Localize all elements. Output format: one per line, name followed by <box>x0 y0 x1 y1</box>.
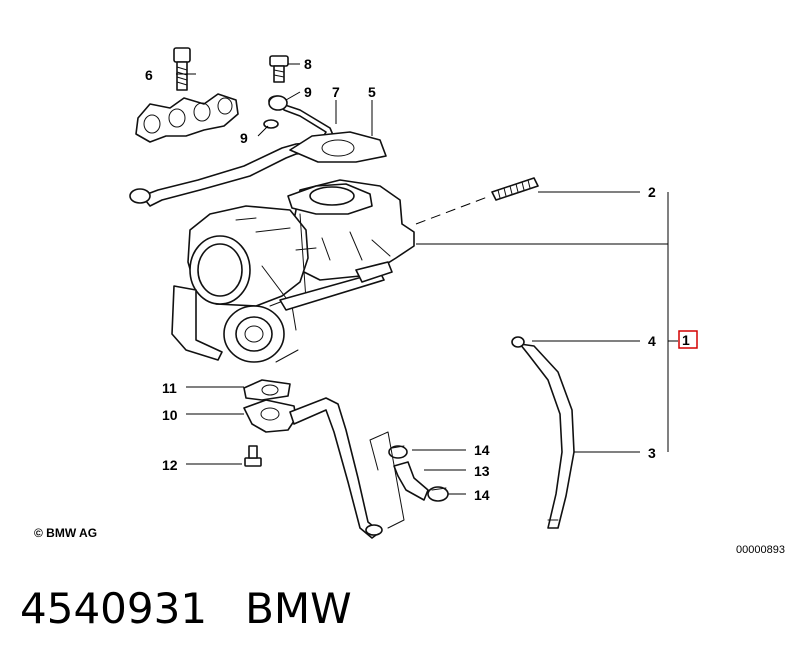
callout-5[interactable]: 5 <box>368 84 376 100</box>
callout-4[interactable]: 4 <box>648 333 656 349</box>
callout-2[interactable]: 2 <box>648 184 656 200</box>
part-6-bolt <box>173 47 191 91</box>
callout-7[interactable]: 7 <box>332 84 340 100</box>
callout-14-lower[interactable]: 14 <box>474 487 490 503</box>
copyright-notice: © BMW AG <box>34 526 97 540</box>
callout-12[interactable]: 12 <box>162 457 178 473</box>
part-14-hose-clamp-upper <box>388 445 408 459</box>
part-5-flange-gasket <box>289 131 387 163</box>
callout-10[interactable]: 10 <box>162 407 178 423</box>
oil-line-banjo-fitting <box>268 95 288 111</box>
callout-11[interactable]: 11 <box>162 380 177 396</box>
part-number: 4540931 <box>20 584 208 633</box>
diagram-id: 00000893 <box>736 544 785 556</box>
manifold-gasket <box>135 93 239 143</box>
part-12-bolt <box>244 445 262 467</box>
part-10-oil-drain-pipe <box>243 397 383 539</box>
hose-kit-bracket <box>369 431 405 529</box>
callout-14-upper[interactable]: 14 <box>474 442 490 458</box>
part-9-washer-lower <box>263 119 279 129</box>
leader-lines <box>176 63 678 495</box>
turbocharger-assembly <box>171 179 415 363</box>
exploded-parts-diagram: 1 2 3 4 5 6 7 8 9 9 10 11 12 13 14 14 © … <box>34 47 785 556</box>
part-4-oil-return-hose <box>511 336 575 529</box>
footer-caption: 4540931 BMW <box>20 584 352 654</box>
brand-name: BMW <box>245 584 352 633</box>
stud-alignment-line <box>415 195 491 225</box>
callout-8[interactable]: 8 <box>304 56 312 72</box>
callout-9-upper[interactable]: 9 <box>304 84 312 100</box>
part-8-banjo-bolt <box>269 55 289 83</box>
callout-1[interactable]: 1 <box>682 332 690 348</box>
part-13-hose <box>393 461 429 501</box>
callout-13[interactable]: 13 <box>474 463 490 479</box>
callout-1-highlight-box <box>678 330 698 349</box>
callout-6[interactable]: 6 <box>145 67 153 83</box>
part-14-hose-clamp-lower <box>427 486 449 502</box>
callout-3[interactable]: 3 <box>648 445 656 461</box>
part-11-gasket <box>243 379 291 401</box>
oil-line-end-fitting <box>129 188 151 204</box>
callout-9-lower[interactable]: 9 <box>240 130 248 146</box>
part-2-stud <box>491 177 539 201</box>
